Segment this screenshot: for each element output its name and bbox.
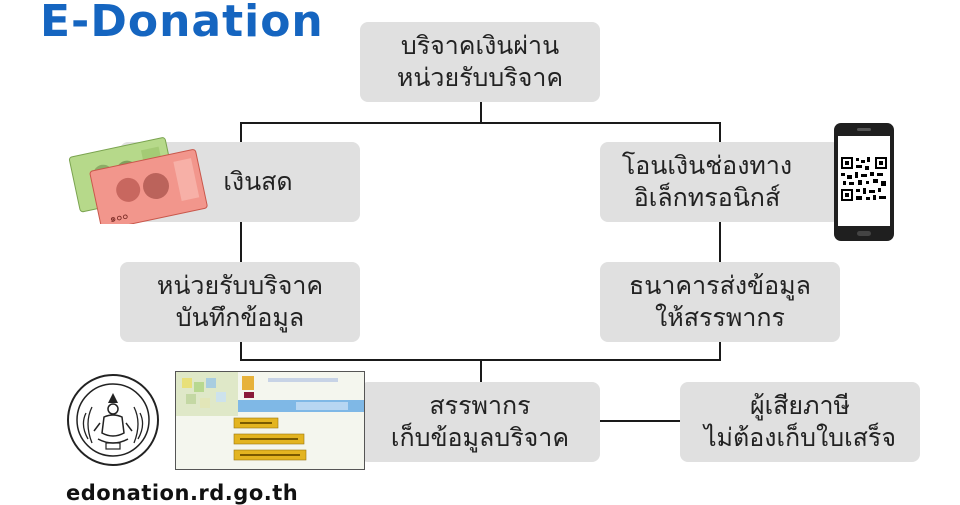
website-url: edonation.rd.go.th [66,481,299,505]
box-line: หน่วยรับบริจาค [156,271,324,300]
box-revenue-collects-data: สรรพากร เก็บข้อมูลบริจาค [360,382,600,462]
connector-revenue-to-taxpayer [599,420,681,422]
box-line: สรรพากร [429,391,531,420]
box-line: ไม่ต้องเก็บใบเสร็จ [703,423,897,452]
box-taxpayer: ผู้เสียภาษี ไม่ต้องเก็บใบเสร็จ [680,382,920,462]
banknotes-icon: ๑๐๐ [68,137,208,224]
box-line: ผู้เสียภาษี [749,391,851,420]
box-line: บริจาคเงินผ่าน [400,31,560,60]
box-line: โอนเงินช่องทาง [621,151,793,180]
revenue-department-emblem [67,374,159,466]
connector-to-revenue [480,359,482,383]
svg-text:๑๐๐: ๑๐๐ [109,211,129,224]
box-line: ให้สรรพากร [655,303,785,332]
connector-unit-down [240,341,242,360]
connector-bank-down [719,341,721,360]
box-unit-records-data: หน่วยรับบริจาค บันทึกข้อมูล [120,262,360,342]
smartphone-qr-icon [834,123,894,241]
connector-cash-to-unit [240,221,242,262]
box-donate-via-unit: บริจาคเงินผ่าน หน่วยรับบริจาค [360,22,600,102]
connector-left-to-cash [240,122,242,142]
website-screenshot-graphic [176,372,364,469]
connector-top-down [480,101,482,123]
box-line: อิเล็กทรอนิกส์ [633,183,781,212]
box-electronic-transfer: โอนเงินช่องทาง อิเล็กทรอนิกส์ [600,142,840,222]
box-bank-sends-data: ธนาคารส่งข้อมูล ให้สรรพากร [600,262,840,342]
box-line: หน่วยรับบริจาค [396,63,564,92]
connector-right-to-electronic [719,122,721,142]
box-line: เงินสด [223,167,293,196]
page-title: E-Donation [40,0,324,47]
box-line: เก็บข้อมูลบริจาค [390,423,570,452]
connector-top-horizontal [240,122,721,124]
website-screenshot [175,371,365,470]
box-line: ธนาคารส่งข้อมูล [629,271,811,300]
connector-electronic-to-bank [719,221,721,262]
box-line: บันทึกข้อมูล [175,303,305,332]
